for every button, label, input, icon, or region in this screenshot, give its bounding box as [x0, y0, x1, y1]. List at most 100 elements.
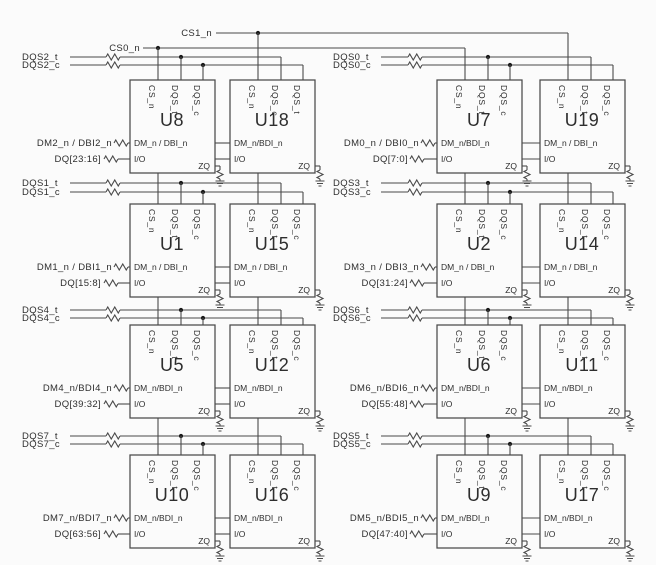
- chip-box: [229, 79, 316, 174]
- pin-label-dm: DM_n / DBI_n: [441, 262, 495, 272]
- resistor-icon: [105, 305, 121, 315]
- dm-net-label: DM0_n / DBI0_n: [344, 138, 419, 149]
- resistor-icon: [103, 399, 119, 409]
- dq-net-label: DQ[7:0]: [373, 154, 408, 165]
- dm-net-label: DM1_n / DBI1_n: [37, 262, 112, 273]
- resistor-icon: [113, 262, 129, 272]
- pin-label-zq: ZQ: [298, 161, 310, 171]
- pin-label-dqs-b: DQS_c: [192, 85, 202, 116]
- ground-icon: [315, 304, 325, 311]
- pin-label-dm: DM_n/BDI_n: [134, 513, 183, 523]
- resistor-icon: [625, 293, 635, 304]
- resistor-icon: [215, 544, 225, 555]
- pin-label-cs: CS_n: [147, 209, 157, 233]
- pin-label-dqs-b: DQS_c: [192, 460, 202, 491]
- pin-label-io: I/O: [134, 529, 146, 539]
- pin-label-io: I/O: [441, 278, 453, 288]
- chip-name: U8: [160, 110, 184, 130]
- chip-box: [539, 324, 626, 419]
- chip-name: U1: [160, 234, 184, 254]
- resistor-icon: [407, 431, 423, 441]
- pin-label-zq: ZQ: [608, 285, 620, 295]
- pin-label-io: I/O: [441, 529, 453, 539]
- signal-label: DQS3_t: [333, 178, 369, 189]
- resistor-icon: [420, 262, 436, 272]
- pin-label-dqs-a: DQS_t: [270, 330, 280, 360]
- pin-label-dqs-b: DQS_c: [292, 460, 302, 491]
- pin-label-zq: ZQ: [608, 406, 620, 416]
- resistor-icon: [103, 154, 119, 164]
- chip-name: U17: [565, 485, 600, 505]
- ground-icon: [522, 425, 532, 432]
- signal-label: DQS5_c: [333, 439, 371, 450]
- resistor-icon: [215, 293, 225, 304]
- pin-label-io: I/O: [234, 529, 246, 539]
- pin-label-dqs-b: DQS_t: [292, 85, 302, 115]
- pin-label-dqs-a: DQS_t: [477, 460, 487, 490]
- pin-label-dqs-b: DQS_c: [499, 85, 509, 116]
- dq-net-label: DQ[31:24]: [362, 278, 408, 289]
- pin-label-cs: CS_n: [557, 85, 567, 109]
- pin-label-zq: ZQ: [298, 536, 310, 546]
- resistor-icon: [522, 293, 532, 304]
- resistor-icon: [315, 414, 325, 425]
- pin-label-dqs-a: DQS_t: [477, 85, 487, 115]
- pin-label-cs: CS_n: [454, 330, 464, 354]
- chip-name: U5: [160, 355, 184, 375]
- resistor-icon: [407, 187, 423, 197]
- pin-label-io: I/O: [441, 154, 453, 164]
- pin-label-cs: CS_n: [454, 85, 464, 109]
- resistor-icon: [409, 529, 425, 539]
- resistor-icon: [407, 313, 423, 323]
- pin-label-dqs-b: DQS_c: [192, 330, 202, 361]
- pin-label-dqs-a: DQS_t: [170, 209, 180, 239]
- ground-icon: [315, 425, 325, 432]
- resistor-icon: [113, 383, 129, 393]
- pin-label-io: I/O: [134, 278, 146, 288]
- resistor-icon: [407, 178, 423, 188]
- signal-label: DQS3_c: [333, 187, 371, 198]
- pin-label-dqs-b: DQS_c: [292, 209, 302, 240]
- signal-label: DQS0_t: [333, 52, 369, 63]
- pin-label-dqs-a: DQS_t: [580, 209, 590, 239]
- resistor-icon: [105, 60, 121, 70]
- dq-net-label: DQ[39:32]: [55, 399, 101, 410]
- pin-label-cs: CS_n: [247, 330, 257, 354]
- pin-label-dqs-a: DQS_t: [580, 460, 590, 490]
- pin-label-dqs-b: DQS_c: [499, 330, 509, 361]
- signal-label: DQS7_t: [22, 431, 58, 442]
- resistor-icon: [105, 187, 121, 197]
- resistor-icon: [522, 544, 532, 555]
- chip-name: U7: [467, 110, 491, 130]
- chip-box: [436, 203, 523, 298]
- ground-icon: [625, 425, 635, 432]
- pin-label-dm: DM_n/BDI_n: [544, 383, 593, 393]
- dq-net-label: DQ[55:48]: [362, 399, 408, 410]
- pin-label-cs: CS_n: [247, 460, 257, 484]
- resistor-icon: [409, 399, 425, 409]
- pin-label-dqs-b: DQS_c: [499, 209, 509, 240]
- resistor-icon: [625, 544, 635, 555]
- resistor-icon: [407, 439, 423, 449]
- chip-box: [229, 324, 316, 419]
- chip-box: [229, 454, 316, 549]
- resistor-icon: [105, 431, 121, 441]
- chip-box: [436, 324, 523, 419]
- pin-label-dqs-a: DQS_t: [270, 209, 280, 239]
- dm-net-label: DM2_n / DBI2_n: [37, 138, 112, 149]
- resistor-icon: [315, 169, 325, 180]
- resistor-icon: [522, 414, 532, 425]
- pin-label-zq: ZQ: [298, 285, 310, 295]
- pin-label-zq: ZQ: [198, 536, 210, 546]
- resistor-icon: [420, 383, 436, 393]
- pin-label-dm: DM_n/BDI_n: [234, 138, 283, 148]
- chip-box: [436, 454, 523, 549]
- pin-label-dqs-a: DQS_t: [477, 330, 487, 360]
- pin-label-dqs-a: DQS_c: [270, 85, 280, 116]
- cs0-label: CS0_n: [109, 43, 140, 54]
- chip-name: U10: [155, 485, 190, 505]
- chip-box: [129, 203, 216, 298]
- chip-name: U9: [467, 485, 491, 505]
